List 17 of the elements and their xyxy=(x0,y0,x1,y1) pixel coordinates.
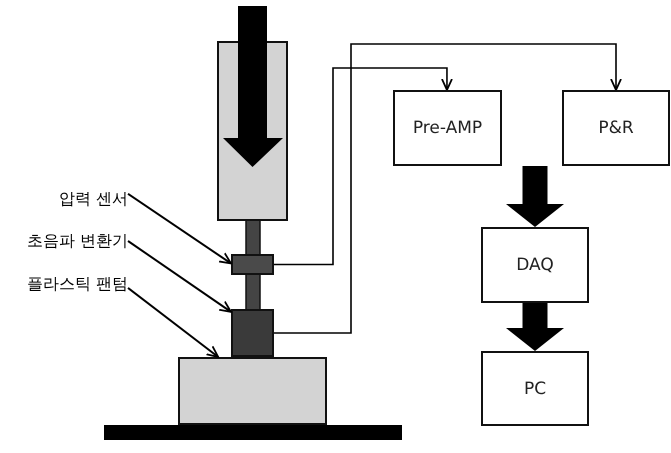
device-box: P&R xyxy=(562,90,670,166)
leader-line xyxy=(127,240,232,313)
device-box: Pre-AMP xyxy=(393,90,502,166)
block-arrow xyxy=(506,166,564,227)
device-box: PC xyxy=(481,351,589,426)
leader-line xyxy=(127,287,220,358)
device-box: DAQ xyxy=(481,227,589,303)
phantom-block xyxy=(178,357,327,425)
pressure-sensor-ring xyxy=(231,254,274,275)
wire-arrow xyxy=(274,43,622,334)
transducer-block xyxy=(231,309,274,357)
leader-line xyxy=(127,192,232,264)
part-label: 압력 센서 xyxy=(30,186,128,212)
part-label: 플라스틱 팬텀 xyxy=(0,271,128,297)
block-arrow xyxy=(506,303,564,351)
part-label: 초음파 변환기 xyxy=(0,228,128,254)
wire-arrow xyxy=(274,67,453,266)
